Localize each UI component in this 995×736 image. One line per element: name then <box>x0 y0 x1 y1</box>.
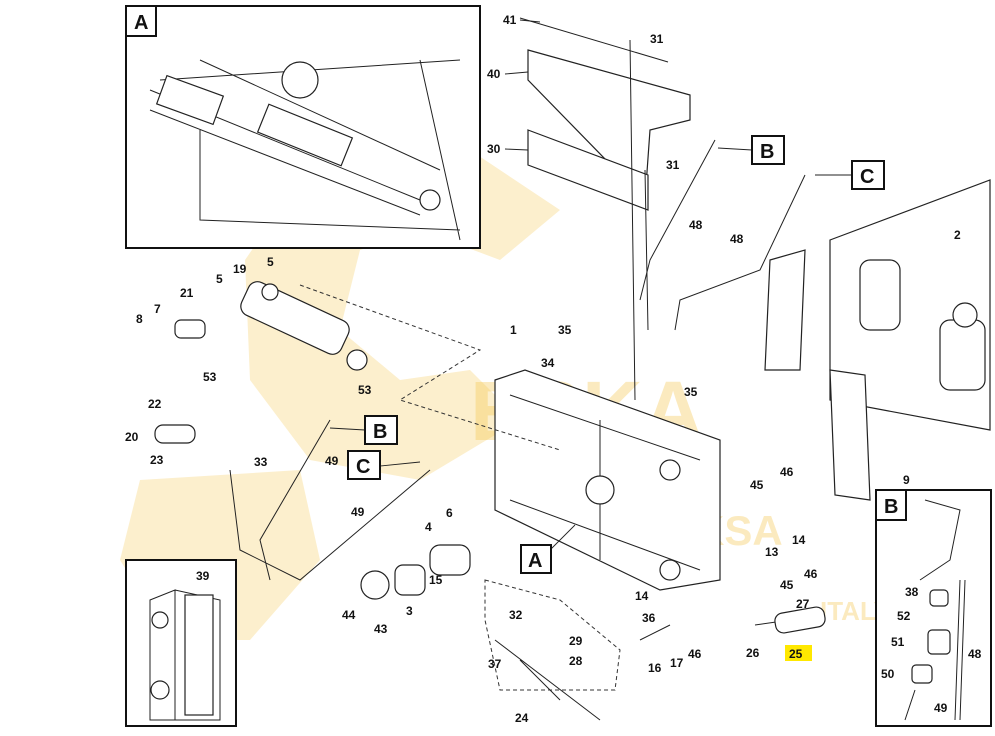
callout-c-label: C <box>860 166 874 188</box>
part-49-inset: 49 <box>934 701 948 715</box>
inset-b-label: B <box>884 496 898 518</box>
callout-b-lower: B <box>329 415 398 445</box>
part-49-a: 49 <box>325 454 339 468</box>
part-52: 52 <box>897 609 911 623</box>
part-53-a: 53 <box>203 370 217 384</box>
part-21: 21 <box>180 286 194 300</box>
inset-a-label: A <box>134 12 148 34</box>
part-1: 1 <box>510 323 517 337</box>
callout-b-lower-label: B <box>373 421 387 443</box>
part-27: 27 <box>796 597 810 611</box>
callout-a-main: A <box>520 524 576 574</box>
callout-c-lower-label: C <box>356 456 370 478</box>
part-41: 41 <box>503 13 517 27</box>
part-22: 22 <box>148 397 162 411</box>
part-37: 37 <box>488 657 502 671</box>
part-31-mid: 31 <box>666 158 680 172</box>
part-26: 26 <box>746 646 760 660</box>
part-45-a: 45 <box>750 478 764 492</box>
part-8: 8 <box>136 312 143 326</box>
part-32: 32 <box>509 608 523 622</box>
part-29: 29 <box>569 634 583 648</box>
part-5-b: 5 <box>267 255 274 269</box>
part-35-a: 35 <box>558 323 572 337</box>
part-35-b: 35 <box>684 385 698 399</box>
part-15: 15 <box>429 573 443 587</box>
part-28: 28 <box>569 654 583 668</box>
part-4: 4 <box>425 520 432 534</box>
part-46-c: 46 <box>688 647 702 661</box>
part-20: 20 <box>125 430 139 444</box>
part-48-inset: 48 <box>968 647 982 661</box>
part-44: 44 <box>342 608 356 622</box>
part-7: 7 <box>154 302 161 316</box>
part-38: 38 <box>905 585 919 599</box>
part-53-b: 53 <box>358 383 372 397</box>
part-17: 17 <box>670 656 684 670</box>
part-43: 43 <box>374 622 388 636</box>
part-30: 30 <box>487 142 501 156</box>
part-34: 34 <box>541 356 555 370</box>
part-3: 3 <box>406 604 413 618</box>
part-36: 36 <box>642 611 656 625</box>
callout-c-upper: C <box>815 160 885 190</box>
callout-a-label: A <box>528 550 542 572</box>
part-16: 16 <box>648 661 662 675</box>
part-13: 13 <box>765 545 779 559</box>
part-6: 6 <box>446 506 453 520</box>
part-24: 24 <box>515 711 529 725</box>
part-31-top: 31 <box>650 32 664 46</box>
callout-c-lower: C <box>347 450 421 480</box>
part-2: 2 <box>954 228 961 242</box>
callout-b-label: B <box>760 141 774 163</box>
inset-a: A <box>125 5 481 249</box>
part-46-b: 46 <box>804 567 818 581</box>
inset-39: 39 <box>125 559 237 727</box>
inset-b: B 38 52 51 50 49 48 <box>875 489 992 727</box>
part-50: 50 <box>881 667 895 681</box>
part-51: 51 <box>891 635 905 649</box>
part-39: 39 <box>196 569 210 583</box>
part-23: 23 <box>150 453 164 467</box>
main-assembly <box>154 17 991 721</box>
part-25: 25 <box>789 647 803 661</box>
callout-b-upper: B <box>717 135 785 165</box>
part-14-b: 14 <box>792 533 806 547</box>
highlight-25 <box>785 645 812 661</box>
part-9: 9 <box>903 473 910 487</box>
part-45-b: 45 <box>780 578 794 592</box>
part-46-a: 46 <box>780 465 794 479</box>
part-40: 40 <box>487 67 501 81</box>
part-14-a: 14 <box>635 589 649 603</box>
part-49-b: 49 <box>351 505 365 519</box>
part-48-a: 48 <box>689 218 703 232</box>
part-19: 19 <box>233 262 247 276</box>
part-5-a: 5 <box>216 272 223 286</box>
part-48-b: 48 <box>730 232 744 246</box>
part-labels: 41 31 40 30 31 48 48 2 19 5 5 21 7 8 1 3… <box>125 13 961 725</box>
part-33: 33 <box>254 455 268 469</box>
